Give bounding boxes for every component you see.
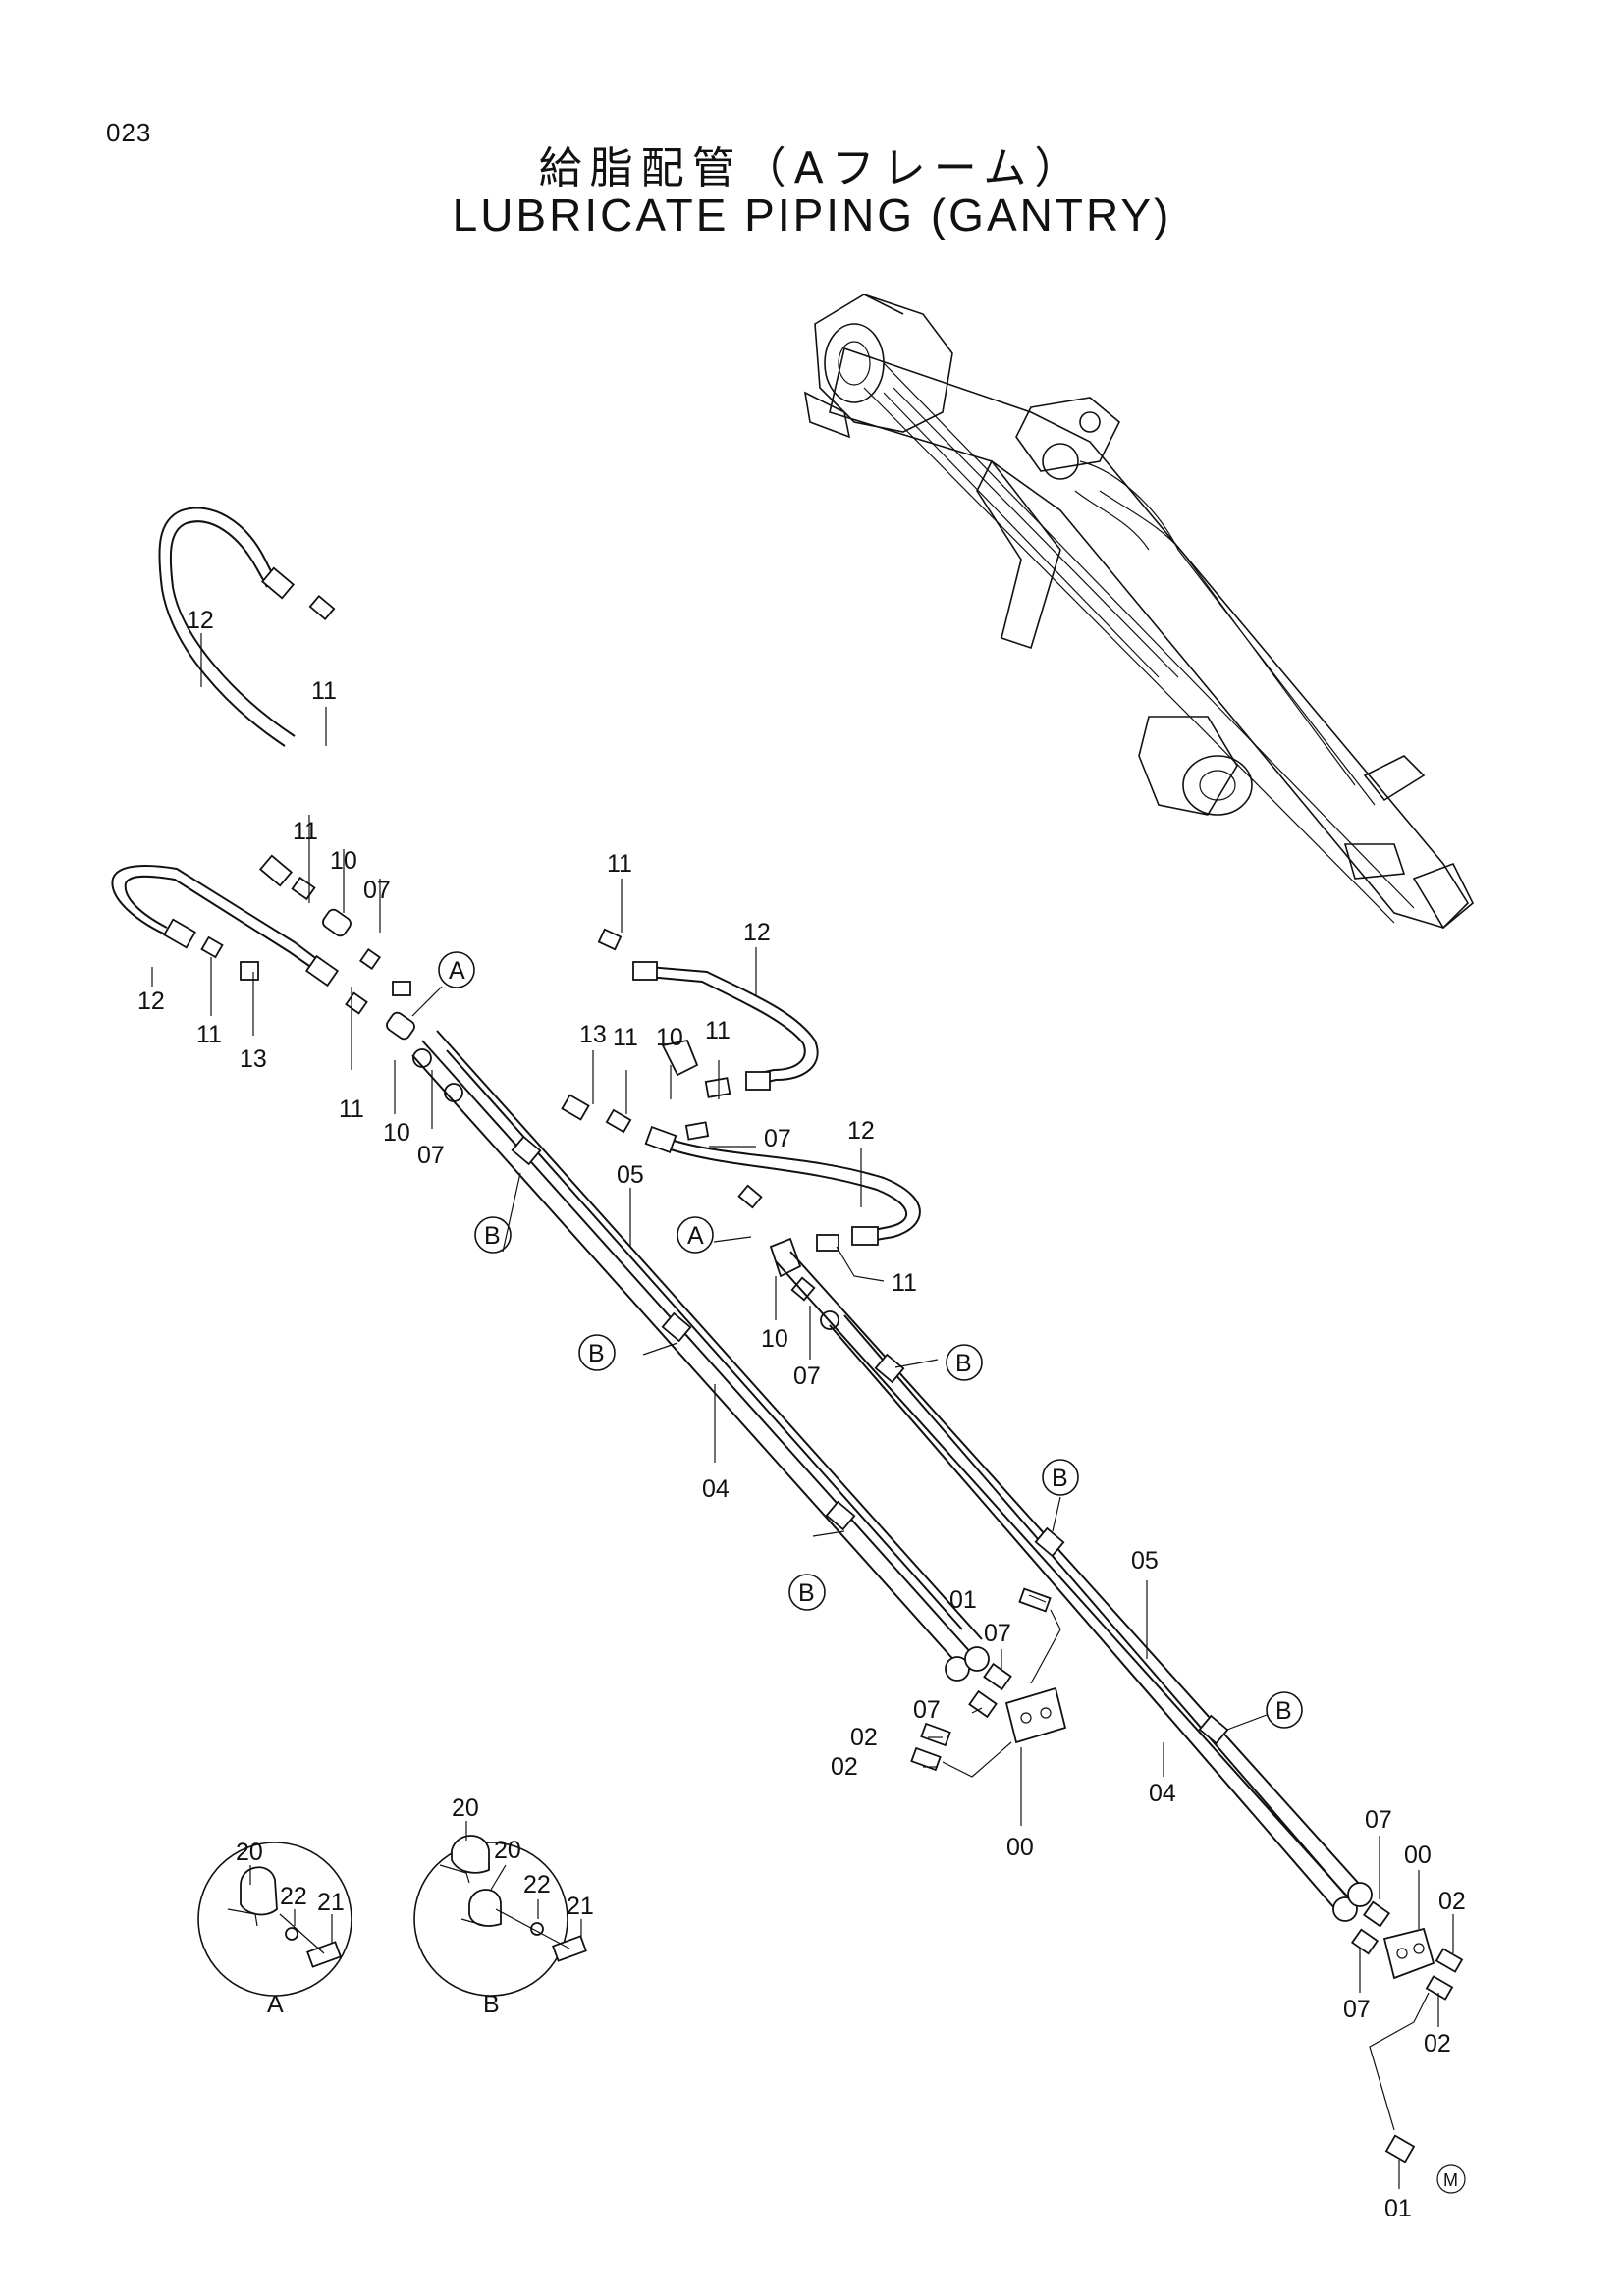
label-07: 07 <box>913 1696 941 1724</box>
label-10: 10 <box>656 1024 683 1051</box>
label-11: 11 <box>613 1024 638 1051</box>
callout-b-1 <box>474 1216 512 1254</box>
label-11: 11 <box>311 677 337 705</box>
label-01: 01 <box>1384 2195 1412 2222</box>
callout-b-4 <box>946 1344 983 1381</box>
page-number: 023 <box>106 118 152 147</box>
label-07: 07 <box>793 1362 821 1390</box>
gantry-overview-illustration <box>803 294 1474 930</box>
label-11: 11 <box>293 818 318 845</box>
callout-letter-a: A <box>687 1222 704 1250</box>
detail-letter-a: A <box>267 1991 284 2018</box>
label-00: 00 <box>1404 1842 1432 1869</box>
left-pipe-assembly <box>111 507 1067 1778</box>
label-02: 02 <box>831 1753 858 1781</box>
label-13: 13 <box>579 1021 607 1048</box>
detail-view-a <box>197 1842 352 1997</box>
callout-letter-b: B <box>588 1340 605 1367</box>
label-11: 11 <box>196 1021 222 1048</box>
detail-view-b <box>413 1835 587 1997</box>
label-12: 12 <box>743 919 771 946</box>
label-21: 21 <box>317 1889 345 1916</box>
label-07: 07 <box>363 877 391 904</box>
label-04: 04 <box>702 1475 730 1503</box>
callout-a-left <box>438 951 475 988</box>
label-07: 07 <box>984 1620 1011 1647</box>
label-07: 07 <box>417 1142 445 1169</box>
mark-circle <box>1436 2164 1466 2194</box>
callout-b-3 <box>788 1574 826 1611</box>
callout-b-6 <box>1266 1691 1303 1729</box>
label-20: 20 <box>494 1837 521 1864</box>
label-11: 11 <box>607 850 632 878</box>
right-pipe-assembly <box>561 928 1464 2163</box>
callout-letter-b: B <box>798 1579 815 1607</box>
callout-b-2 <box>578 1334 616 1371</box>
callout-letter-b: B <box>1052 1465 1068 1492</box>
callout-b-5 <box>1042 1459 1079 1496</box>
label-00: 00 <box>1006 1834 1034 1861</box>
label-22: 22 <box>523 1871 551 1898</box>
callout-letter-b: B <box>484 1222 501 1250</box>
part-labels: 12 11 11 10 07 12 11 13 11 10 07 05 04 1… <box>137 607 1466 2222</box>
label-10: 10 <box>330 847 357 875</box>
label-20: 20 <box>236 1839 263 1866</box>
callout-letter-b: B <box>1275 1697 1292 1725</box>
callout-letter-b: B <box>955 1350 972 1377</box>
label-10: 10 <box>761 1325 788 1353</box>
callout-letter-a: A <box>449 957 465 985</box>
label-12: 12 <box>137 988 165 1015</box>
label-02: 02 <box>850 1724 878 1751</box>
label-05: 05 <box>1131 1547 1159 1575</box>
label-10: 10 <box>383 1119 410 1147</box>
title-japanese: 給脂配管（Aフレーム） <box>538 143 1086 193</box>
detail-letter-b: B <box>483 1991 500 2018</box>
reference-callouts <box>438 951 1466 2194</box>
label-20: 20 <box>452 1794 479 1822</box>
label-02: 02 <box>1438 1888 1466 1915</box>
label-11: 11 <box>892 1269 917 1297</box>
label-07: 07 <box>1343 1996 1371 2023</box>
label-07: 07 <box>764 1125 791 1152</box>
label-21: 21 <box>567 1893 594 1920</box>
label-02: 02 <box>1424 2030 1451 2057</box>
callout-a-right <box>677 1216 714 1254</box>
leader-lines <box>151 633 1454 2189</box>
label-01: 01 <box>949 1586 977 1614</box>
label-11: 11 <box>339 1095 364 1123</box>
title-english: LUBRICATE PIPING (GANTRY) <box>452 189 1172 240</box>
label-05: 05 <box>617 1161 644 1189</box>
label-13: 13 <box>240 1045 267 1073</box>
label-12: 12 <box>847 1117 875 1145</box>
mark-letter: M <box>1443 2170 1458 2190</box>
label-12: 12 <box>187 607 214 634</box>
label-11: 11 <box>705 1017 731 1044</box>
label-04: 04 <box>1149 1780 1176 1807</box>
label-07: 07 <box>1365 1806 1392 1834</box>
label-22: 22 <box>280 1883 307 1910</box>
